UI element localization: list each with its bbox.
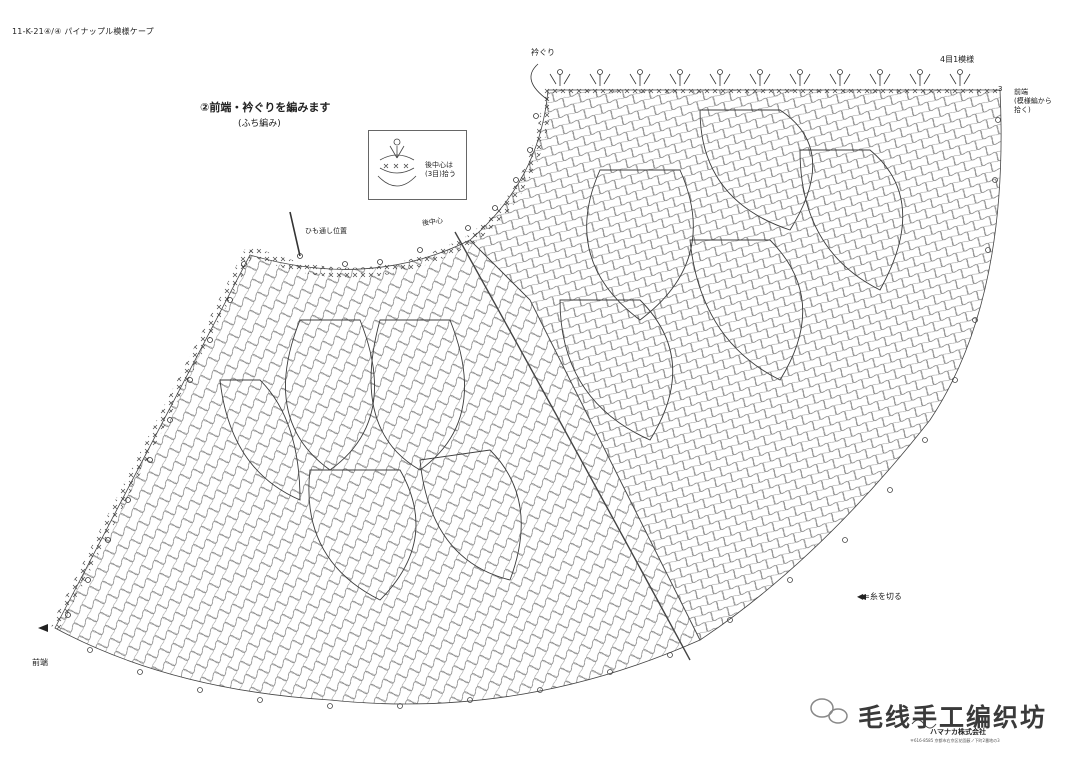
legend-box: 後中心は (3目)拾う — [368, 130, 467, 200]
publisher-address: 〒616-8585 京都市右京区花園薮ノ下町2番地の3 — [910, 738, 1000, 743]
cut-yarn-label: ◀=糸を切る — [857, 592, 902, 601]
cord-position-label: ひも通し位置 — [305, 227, 347, 235]
legend-note: 後中心は (3目)拾う — [425, 161, 456, 178]
shell-edging — [65, 69, 971, 618]
cord-line — [289, 211, 301, 257]
row-number: 3 — [998, 85, 1003, 93]
publisher-name: ハマナカ株式会社 — [930, 728, 986, 736]
neck-edging — [247, 87, 1000, 278]
center-back-line — [454, 231, 691, 661]
outer-edge-picots — [87, 117, 1001, 709]
front-left-edging — [50, 247, 255, 631]
start-arrow-icon — [38, 624, 48, 632]
cut-arrow-icon — [858, 594, 866, 600]
instruction-title: ②前端・衿ぐりを編みます — [200, 101, 331, 114]
neck-guide — [530, 63, 549, 101]
pineapple-motifs — [219, 109, 904, 601]
front-left-label: 前端 — [32, 658, 48, 667]
publisher-logo-icon — [911, 719, 937, 729]
front-right-label: 前端 (模様編から 拾く) — [1014, 88, 1052, 114]
wechat-icon — [810, 698, 848, 724]
watermark-text: 毛线手工编织坊 — [858, 703, 1048, 732]
pattern-repeat-label: 4目1模様 — [940, 55, 975, 64]
neckline-label: 衿ぐり — [531, 48, 555, 57]
instruction-subtitle: (ふち編み) — [238, 119, 281, 129]
legend-drawing — [377, 138, 417, 187]
document-id: 11-K-21④/④ パイナップル模様ケープ — [12, 27, 154, 36]
